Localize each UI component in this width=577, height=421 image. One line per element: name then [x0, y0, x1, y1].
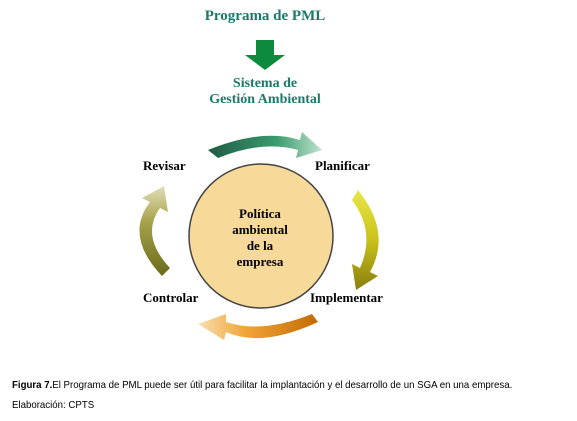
- curved-arrow-icon: [139, 186, 170, 276]
- stage-revisar: Revisar: [143, 158, 186, 173]
- stage-controlar: Controlar: [143, 290, 199, 305]
- curved-arrow-icon: [352, 190, 379, 290]
- center-label-line4: empresa: [236, 254, 284, 269]
- stage-planificar: Planificar: [315, 158, 370, 173]
- system-title-line2: Gestión Ambiental: [209, 92, 321, 107]
- figure-caption-text: El Programa de PML puede ser útil para f…: [52, 380, 513, 391]
- curved-arrow-icon: [198, 314, 318, 340]
- center-label-line2: ambiental: [232, 222, 288, 237]
- system-title-line1: Sistema de: [232, 76, 298, 91]
- curved-arrow-icon: [208, 132, 322, 158]
- center-label-line1: Política: [239, 206, 281, 221]
- policy-circle: [188, 163, 334, 309]
- program-title: Programa de PML: [204, 8, 326, 24]
- center-label-line3: de la: [246, 238, 274, 253]
- arrow-down-icon: [245, 40, 285, 70]
- figure-credit: Elaboración: CPTS: [12, 400, 95, 411]
- figure-caption: Figura 7.El Programa de PML puede ser út…: [12, 380, 512, 391]
- stage-implementar: Implementar: [310, 290, 383, 305]
- figure-label: Figura 7.: [12, 380, 53, 391]
